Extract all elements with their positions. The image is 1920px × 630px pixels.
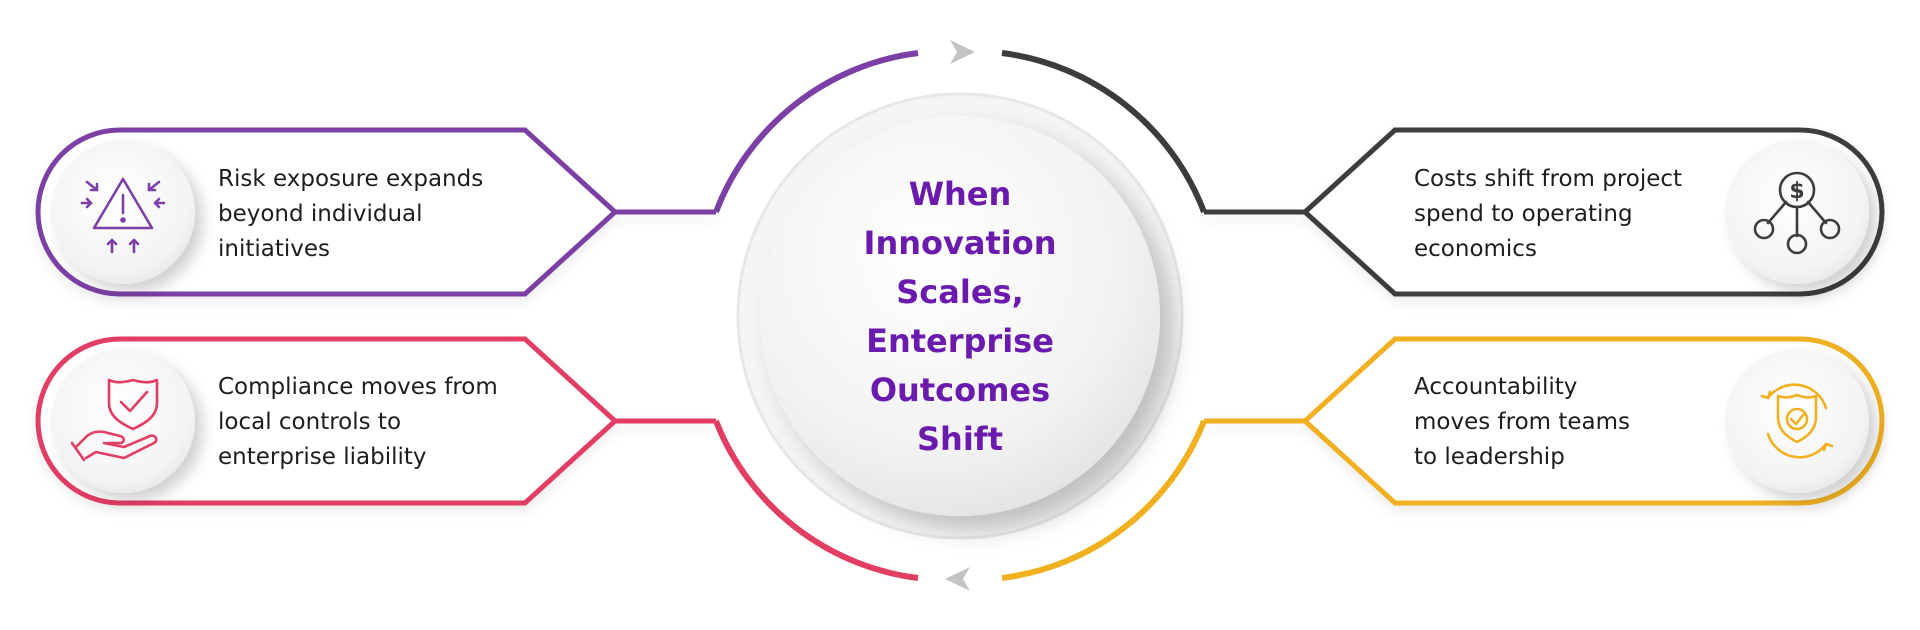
card-text-line: beyond individual	[218, 201, 423, 227]
cycle-arrow-bottom-icon	[945, 567, 970, 591]
card-text-risk: Risk exposure expands beyond individual …	[218, 162, 483, 267]
card-text-line: economics	[1414, 236, 1537, 262]
card-text-line: initiatives	[218, 236, 331, 262]
center-title-line: Scales,	[896, 273, 1024, 311]
ring-arc-pink	[713, 419, 919, 581]
card-text-line: moves from teams	[1414, 409, 1631, 435]
ring-arc-dark	[1001, 50, 1207, 214]
card-text-line: local controls to	[218, 409, 402, 435]
card-outline-compliance	[35, 336, 716, 506]
shield-cycle-icon	[1760, 383, 1834, 459]
card-text-line: Costs shift from project	[1414, 166, 1683, 192]
center-disc	[760, 116, 1160, 516]
card-text-line: Accountability	[1414, 374, 1578, 400]
center-title-line: When	[908, 175, 1012, 213]
risk-warning-icon	[80, 177, 166, 254]
card-outline-costs	[1204, 127, 1885, 297]
card-outline-risk	[35, 127, 716, 297]
card-outline-accountability	[1204, 336, 1885, 506]
center-title-line: Innovation	[863, 224, 1057, 262]
center-title-line: Outcomes	[869, 371, 1051, 409]
ring-arc-purple	[713, 50, 919, 214]
dollar-network-icon: $	[1753, 171, 1841, 255]
svg-text:$: $	[1789, 179, 1804, 204]
outer-ring	[713, 50, 1207, 581]
card-text-line: Risk exposure expands	[218, 166, 484, 192]
center-title-line: Enterprise	[866, 322, 1054, 360]
card-text-line: spend to operating	[1414, 201, 1633, 227]
center-title-line: Shift	[916, 420, 1003, 458]
card-text-line: enterprise liability	[218, 444, 427, 470]
card-text-costs: Costs shift from project spend to operat…	[1414, 162, 1682, 267]
cycle-arrow-top-icon	[950, 40, 975, 64]
shield-hand-icon	[70, 378, 159, 462]
ring-arc-yellow	[1001, 419, 1207, 581]
center-title: When Innovation Scales, Enterprise Outco…	[820, 170, 1100, 464]
card-text-line: Compliance moves from	[218, 374, 498, 400]
icon-disc-compliance	[51, 349, 195, 493]
card-text-line: to leadership	[1414, 444, 1565, 470]
card-text-accountability: Accountability moves from teams to leade…	[1414, 370, 1630, 475]
card-text-compliance: Compliance moves from local controls to …	[218, 370, 498, 475]
